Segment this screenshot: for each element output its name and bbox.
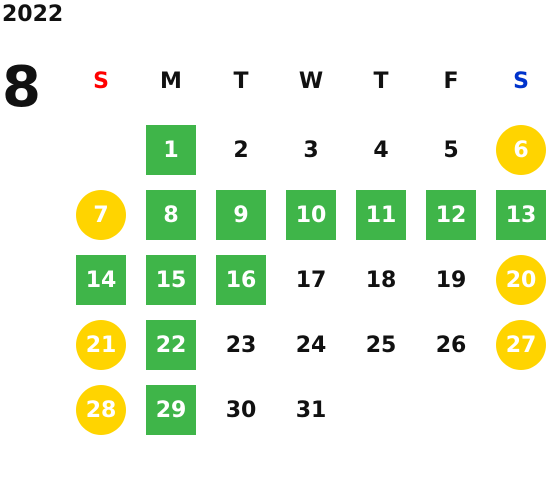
calendar-month: 8 [2, 55, 41, 120]
calendar-day-10: 10 [286, 190, 336, 240]
weekday-header-1: M [160, 68, 182, 94]
calendar-day-18: 18 [365, 267, 397, 293]
weekday-header-4: T [373, 68, 389, 94]
calendar-day-29: 29 [146, 385, 196, 435]
calendar-day-19: 19 [435, 267, 467, 293]
calendar-day-16: 16 [216, 255, 266, 305]
calendar-day-7: 7 [76, 190, 126, 240]
calendar-day-14: 14 [76, 255, 126, 305]
calendar-day-21: 21 [76, 320, 126, 370]
weekday-header-2: T [233, 68, 249, 94]
calendar-day-24: 24 [295, 332, 327, 358]
weekday-header-3: W [298, 68, 324, 94]
calendar-day-3: 3 [303, 137, 319, 163]
calendar-day-6: 6 [496, 125, 546, 175]
calendar-day-13: 13 [496, 190, 546, 240]
calendar-day-11: 11 [356, 190, 406, 240]
calendar-year: 2022 [2, 2, 64, 27]
calendar-day-25: 25 [365, 332, 397, 358]
calendar-day-23: 23 [225, 332, 257, 358]
calendar-day-31: 31 [295, 397, 327, 423]
calendar-day-4: 4 [373, 137, 389, 163]
calendar-day-15: 15 [146, 255, 196, 305]
calendar-day-30: 30 [225, 397, 257, 423]
calendar-day-28: 28 [76, 385, 126, 435]
calendar-day-8: 8 [146, 190, 196, 240]
calendar-day-9: 9 [216, 190, 266, 240]
calendar-day-26: 26 [435, 332, 467, 358]
calendar-day-20: 20 [496, 255, 546, 305]
calendar-day-17: 17 [295, 267, 327, 293]
calendar-day-5: 5 [443, 137, 459, 163]
calendar-day-1: 1 [146, 125, 196, 175]
calendar-day-27: 27 [496, 320, 546, 370]
calendar-day-2: 2 [233, 137, 249, 163]
calendar-day-22: 22 [146, 320, 196, 370]
weekday-header-0: S [93, 68, 109, 94]
calendar-day-12: 12 [426, 190, 476, 240]
weekday-header-6: S [513, 68, 529, 94]
weekday-header-5: F [443, 68, 459, 94]
